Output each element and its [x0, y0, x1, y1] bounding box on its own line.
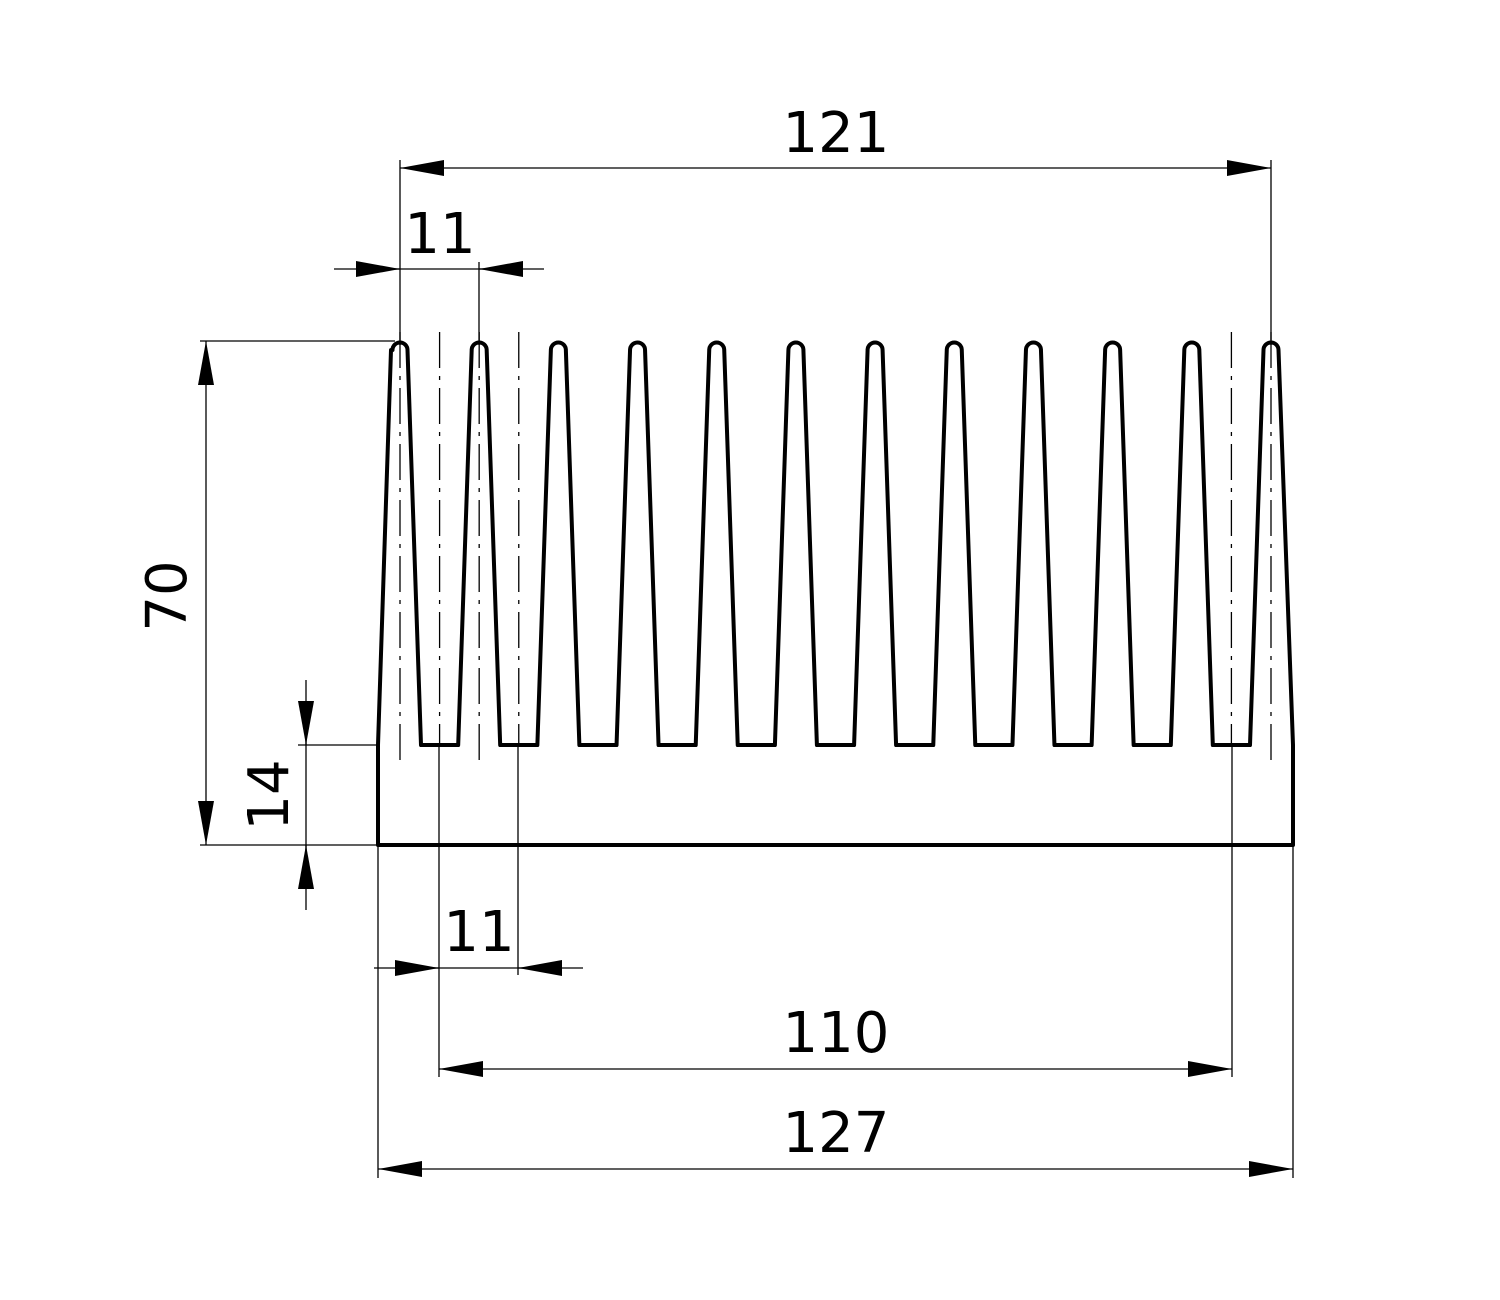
centerlines — [399, 332, 1272, 760]
dim-11-top: 11 — [404, 202, 475, 267]
dim-127: 127 — [783, 1101, 890, 1166]
dim-70: 70 — [135, 560, 200, 631]
dim-110: 110 — [783, 1001, 890, 1066]
extension-lines — [200, 160, 1294, 1178]
dim-14: 14 — [237, 759, 302, 830]
heatsink-profile — [376, 340, 1295, 847]
dim-121: 121 — [783, 101, 890, 166]
dim-11-bottom: 11 — [443, 900, 514, 965]
